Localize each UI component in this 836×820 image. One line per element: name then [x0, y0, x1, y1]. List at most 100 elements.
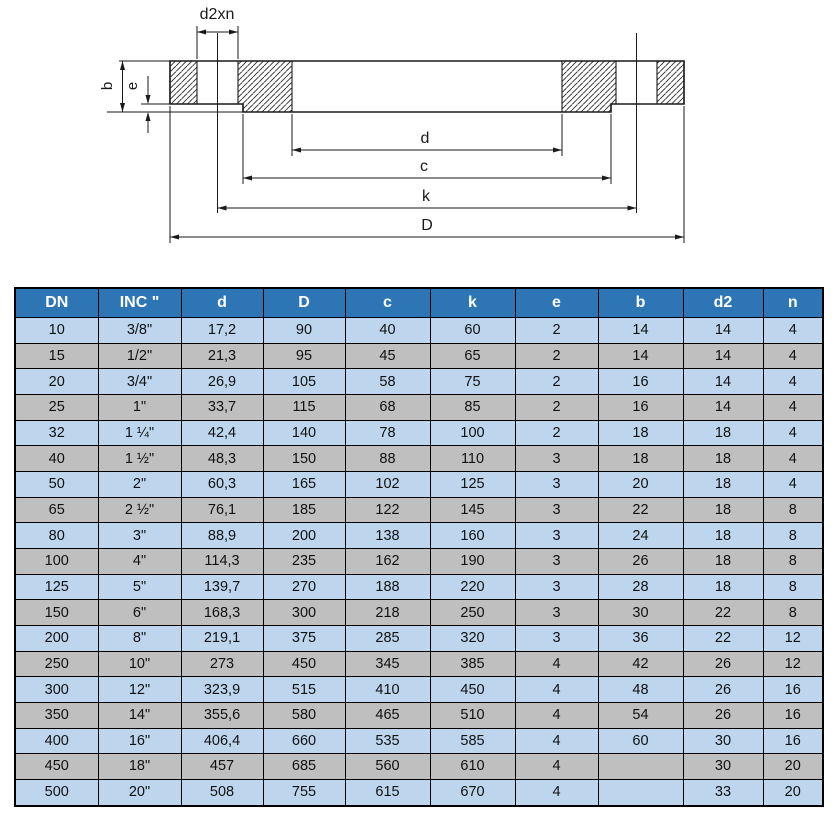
table-cell: 580: [262, 701, 346, 729]
table-cell: 510: [429, 701, 516, 729]
table-cell: 162: [344, 547, 431, 575]
table-cell: 125: [429, 470, 516, 498]
table-cell: 32: [14, 419, 99, 447]
arrowhead: [675, 234, 684, 240]
table-cell: 21,3: [180, 342, 264, 370]
table-cell: 6": [97, 599, 182, 626]
table-cell: 5": [97, 573, 182, 601]
column-header: b: [597, 287, 684, 318]
table-cell: 48: [597, 676, 684, 703]
table-cell: 3/8": [97, 317, 182, 344]
table-cell: 26: [682, 650, 764, 678]
table-cell: 2: [514, 368, 599, 395]
table-cell: 3": [97, 522, 182, 549]
table-cell: 500: [14, 778, 99, 807]
table-cell: 250: [14, 650, 99, 678]
table-cell: 30: [682, 727, 764, 755]
table-cell: 3: [514, 599, 599, 626]
table-cell: 190: [429, 547, 516, 575]
table-cell: 345: [344, 650, 431, 678]
table-cell: 14: [682, 317, 764, 344]
table-cell: 2 ½": [97, 496, 182, 524]
table-cell: 220: [429, 573, 516, 601]
table-cell: 85: [429, 393, 516, 421]
table-cell: 60: [429, 317, 516, 344]
table-cell: 28: [597, 573, 684, 601]
table-cell: 375: [262, 624, 346, 652]
table-cell: 270: [262, 573, 346, 601]
table-cell: 24: [597, 522, 684, 549]
table-cell: 33,7: [180, 393, 264, 421]
table-cell: 68: [344, 393, 431, 421]
column-header: c: [344, 287, 431, 318]
table-cell: 14: [597, 342, 684, 370]
table-cell: 660: [262, 727, 346, 755]
table-cell: 26: [682, 701, 764, 729]
arrowhead: [120, 61, 125, 70]
table-cell: 18: [682, 419, 764, 447]
table-cell: 450: [429, 676, 516, 703]
table-cell: 168,3: [180, 599, 264, 626]
table-cell: 235: [262, 547, 346, 575]
table-cell: 42,4: [180, 419, 264, 447]
table-cell: 685: [262, 753, 346, 780]
table-cell: 88: [344, 445, 431, 472]
hatch-left-rim: [169, 60, 198, 105]
table-cell: 8: [762, 522, 824, 549]
table-cell: 18: [682, 522, 764, 549]
table-cell: 48,3: [180, 445, 264, 472]
table-cell: 16: [762, 727, 824, 755]
table-cell: 3: [514, 573, 599, 601]
table-cell: 36: [597, 624, 684, 652]
table-cell: 100: [429, 419, 516, 447]
table-cell: 30: [597, 599, 684, 626]
table-cell: 140: [262, 419, 346, 447]
table-cell: 219,1: [180, 624, 264, 652]
table-cell: 3: [514, 547, 599, 575]
flange-cross-section-drawing: d2xn b e d: [99, 6, 685, 243]
table-cell: 160: [429, 522, 516, 549]
column-header: n: [762, 287, 824, 318]
table-cell: 355,6: [180, 701, 264, 729]
column-header: e: [514, 287, 599, 318]
table-cell: 300: [262, 599, 346, 626]
table-cell: 2": [97, 470, 182, 498]
dim-label-c: c: [420, 158, 428, 175]
table-cell: 22: [682, 599, 764, 626]
table-cell: 150: [262, 445, 346, 472]
table-cell: 4: [514, 727, 599, 755]
dimension-d: [291, 114, 563, 156]
table-cell: 76,1: [180, 496, 264, 524]
table-cell: 25: [14, 393, 99, 421]
table-cell: 16: [762, 676, 824, 703]
table-cell: 4: [514, 701, 599, 729]
arrowhead: [243, 175, 252, 181]
table-cell: 385: [429, 650, 516, 678]
table-cell: 218: [344, 599, 431, 626]
table-cell: 16: [597, 393, 684, 421]
table-cell: 3/4": [97, 368, 182, 395]
dim-label-e: e: [124, 82, 141, 90]
table-cell: 18: [682, 547, 764, 575]
table-cell: 20: [14, 368, 99, 395]
table-cell: 33: [682, 778, 764, 807]
table-cell: 20": [97, 778, 182, 807]
table-cell: 508: [180, 778, 264, 807]
hatch-left-web: [237, 60, 293, 113]
table-cell: 4: [514, 753, 599, 780]
table-cell: 8: [762, 547, 824, 575]
arrowhead: [145, 95, 151, 104]
table-cell: 8": [97, 624, 182, 652]
table-cell: 200: [14, 624, 99, 652]
table-cell: 12": [97, 676, 182, 703]
table-cell: 65: [429, 342, 516, 370]
column-header: DN: [14, 287, 99, 318]
table-cell: 20: [597, 470, 684, 498]
table-cell: 285: [344, 624, 431, 652]
